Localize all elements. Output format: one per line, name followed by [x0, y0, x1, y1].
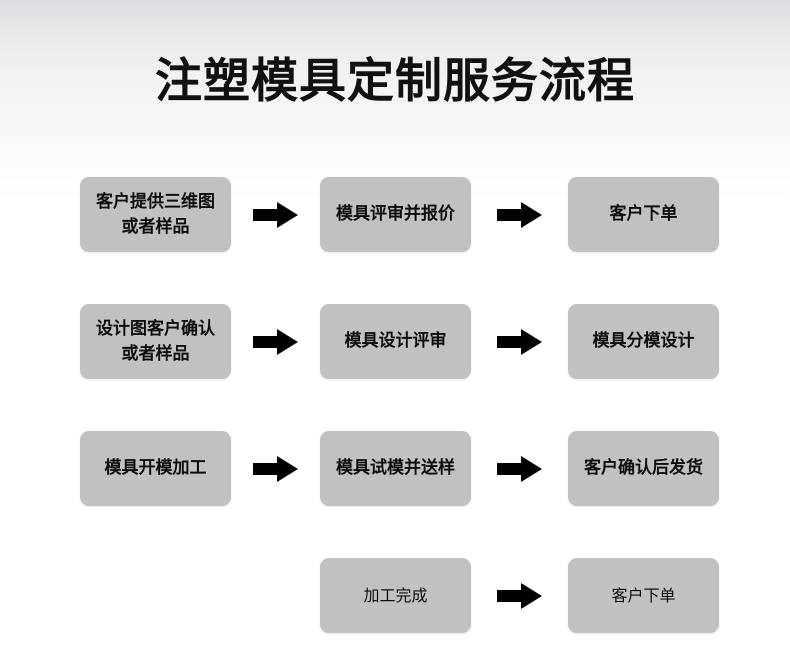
- flow-node-cell: 设计图客户确认 或者样品: [80, 304, 231, 379]
- process-box[interactable]: 模具分模设计: [568, 304, 719, 379]
- process-box-label: 客户提供三维图 或者样品: [96, 191, 215, 237]
- process-box[interactable]: 客户下单: [568, 177, 719, 252]
- flow-row: 模具开模加工 模具试模并送样: [0, 431, 790, 507]
- process-box-label: 模具评审并报价: [336, 204, 455, 224]
- right-arrow-icon: [497, 456, 542, 482]
- flow-row: 设计图客户确认 或者样品 模具设计评审: [0, 304, 790, 380]
- process-box-label: 客户下单: [611, 586, 676, 605]
- flow-node-cell: 模具开模加工: [80, 431, 231, 506]
- right-arrow-icon: [497, 329, 542, 355]
- right-arrow-icon: [497, 583, 542, 609]
- flow-node-cell: 客户确认后发货: [568, 431, 719, 506]
- flow-node-cell: 模具评审并报价: [320, 177, 471, 252]
- right-arrow-icon: [253, 456, 298, 482]
- process-box-label: 模具设计评审: [344, 331, 447, 351]
- process-box[interactable]: 模具评审并报价: [320, 177, 471, 252]
- flow-node-cell: 模具试模并送样: [320, 431, 471, 506]
- process-box[interactable]: 模具设计评审: [320, 304, 471, 379]
- page-title: 注塑模具定制服务流程: [155, 54, 635, 109]
- flow-node-cell: 模具设计评审: [320, 304, 471, 379]
- process-box[interactable]: 模具开模加工: [80, 431, 231, 506]
- process-box[interactable]: 客户确认后发货: [568, 431, 719, 506]
- process-box[interactable]: 模具试模并送样: [320, 431, 471, 506]
- process-box-label: 客户下单: [609, 204, 678, 224]
- process-box[interactable]: 客户提供三维图 或者样品: [80, 177, 231, 252]
- flow-node-cell: 模具分模设计: [568, 304, 719, 379]
- process-box-label: 设计图客户确认 或者样品: [96, 318, 215, 364]
- process-box-label: 客户确认后发货: [584, 458, 703, 478]
- flow-node-cell: 客户下单: [568, 177, 719, 252]
- flow-row: 加工完成 客户下单: [0, 558, 790, 634]
- flow-node-cell: 客户下单: [568, 558, 719, 633]
- process-box[interactable]: 加工完成: [320, 558, 471, 633]
- process-box[interactable]: 客户下单: [568, 558, 719, 633]
- right-arrow-icon: [497, 202, 542, 228]
- process-box[interactable]: 设计图客户确认 或者样品: [80, 304, 231, 379]
- process-box-label: 模具开模加工: [104, 458, 207, 478]
- flow-node-cell: 加工完成: [320, 558, 471, 633]
- flow-row: 客户提供三维图 或者样品 模具评审并报价: [0, 177, 790, 253]
- right-arrow-icon: [253, 329, 298, 355]
- process-box-label: 模具试模并送样: [336, 458, 455, 478]
- right-arrow-icon: [253, 202, 298, 228]
- process-box-label: 模具分模设计: [592, 331, 695, 351]
- flow-node-cell: 客户提供三维图 或者样品: [80, 177, 231, 252]
- process-box-label: 加工完成: [363, 586, 428, 605]
